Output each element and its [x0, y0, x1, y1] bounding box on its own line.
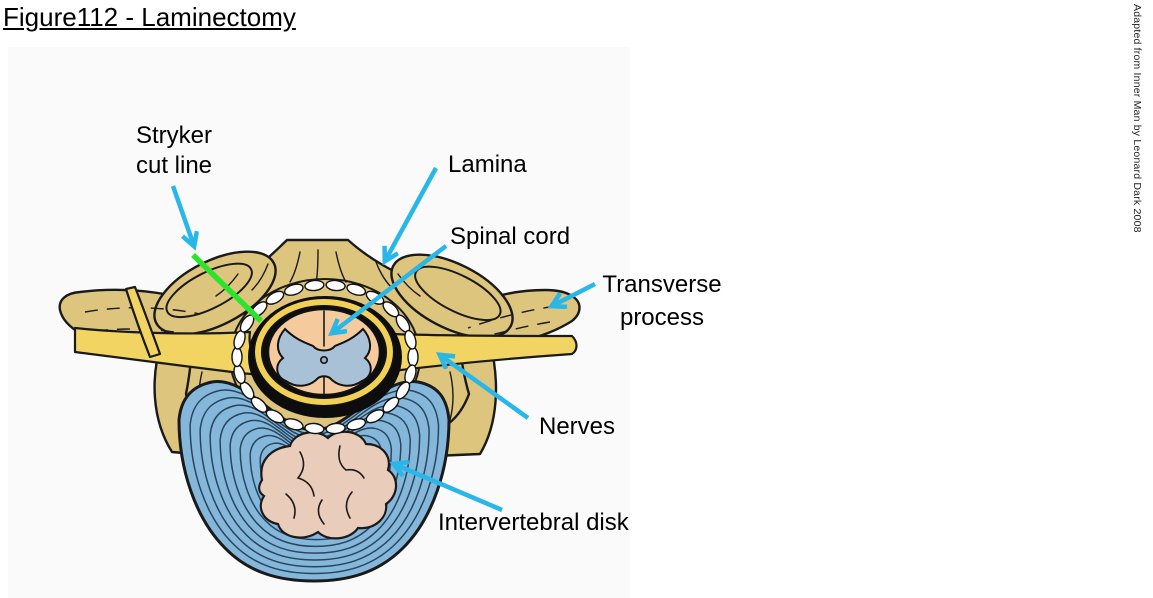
pointer-arrows	[170, 166, 597, 513]
label-stryker-cut-line: Stryker cut line	[135, 122, 213, 179]
nucleus-pulposus	[258, 430, 398, 540]
dura-ring	[255, 299, 393, 405]
transverse-arrow-icon	[552, 281, 597, 306]
spinal-canal	[248, 296, 402, 418]
label-nerves: Nerves	[539, 413, 616, 440]
label-transverse-process: Transverse process	[602, 271, 722, 331]
nerves-arrow-icon	[440, 355, 530, 420]
credit-text: Adapted from Inner Man by Leonard Dark 2…	[1131, 4, 1143, 233]
disk-arrow-icon	[394, 464, 503, 513]
stryker-arrow-icon	[170, 185, 194, 246]
spinal-cord-arrow-icon	[332, 244, 448, 333]
lamina-arrow-icon	[385, 166, 438, 261]
page-title: Figure112 - Laminectomy	[3, 2, 296, 32]
label-spinal-cord: Spinal cord	[450, 223, 571, 250]
label-lamina: Lamina	[448, 151, 527, 178]
articular-process-right	[390, 253, 514, 339]
label-intervertebral-disk: Intervertebral disk	[438, 509, 629, 536]
central-canal-dot	[319, 355, 328, 364]
stryker-cut-line-mark	[191, 253, 263, 323]
nerve-roots	[73, 285, 578, 377]
